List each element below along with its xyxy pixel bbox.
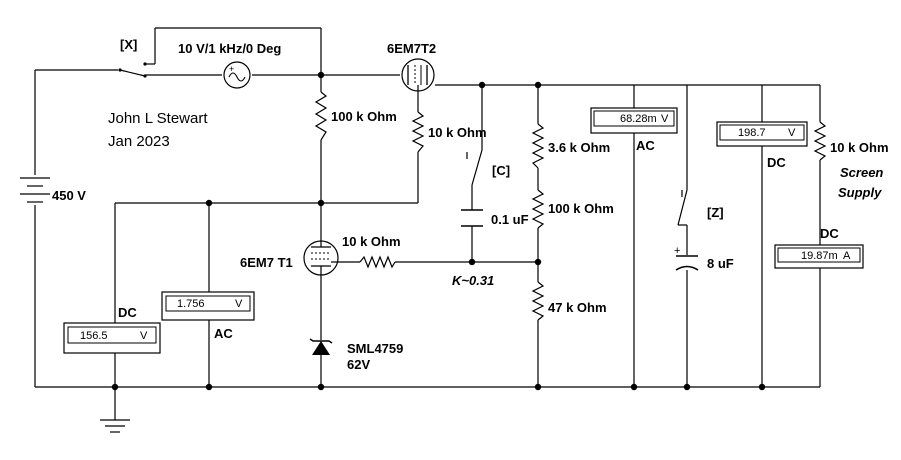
meter-5-mode: DC <box>820 226 839 241</box>
battery-voltage-label: 450 V <box>52 188 86 203</box>
meter-ac-voltage-2: 68.28m V <box>590 107 678 134</box>
resistor-t2-grid-label: 10 k Ohm <box>428 125 487 140</box>
meter-4-value: 198.7 <box>738 127 766 139</box>
junctions <box>111 71 766 391</box>
meter-dc-voltage-1: 156.5 V <box>63 322 161 354</box>
zener-voltage-label: 62V <box>347 357 370 372</box>
meter-1-mode: DC <box>118 305 137 320</box>
screen-supply-line1: Screen <box>840 165 883 180</box>
resistor-plate-symbol <box>314 91 328 141</box>
tube-t1-label: 6EM7 T1 <box>240 255 293 270</box>
capacitor-c2-label: 8 uF <box>707 256 734 271</box>
resistor-t1-grid-symbol <box>359 255 396 269</box>
feedback-factor-label: K~0.31 <box>452 273 494 288</box>
ac-source-label: 10 V/1 kHz/0 Deg <box>178 41 281 56</box>
capacitor-c2-symbol: + <box>674 245 699 271</box>
meter-2-mode: AC <box>214 326 233 341</box>
author-name: John L Stewart <box>108 110 208 127</box>
wires <box>34 27 821 433</box>
meter-3-unit: V <box>661 113 669 125</box>
capacitor-c1-symbol <box>461 209 483 227</box>
tube-t2-label: 6EM7T2 <box>387 41 436 56</box>
meter-4-unit: V <box>788 127 796 139</box>
switch-c-symbol[interactable] <box>466 149 483 186</box>
meter-3-value: 68.28m <box>620 113 657 125</box>
resistor-screen-label: 10 k Ohm <box>830 140 889 155</box>
capacitor-c1-label: 0.1 uF <box>491 212 529 227</box>
meter-5-unit: A <box>843 250 851 262</box>
resistor-div-bot-symbol <box>531 281 545 321</box>
resistor-div-top-symbol <box>531 123 545 169</box>
switch-z-symbol[interactable] <box>677 189 688 226</box>
resistor-plate-label: 100 k Ohm <box>331 109 397 124</box>
battery-symbol <box>20 177 50 203</box>
svg-text:+: + <box>229 64 234 74</box>
resistor-div-mid-symbol <box>531 189 545 229</box>
meter-4-mode: DC <box>767 155 786 170</box>
tube-t1-symbol <box>303 240 339 276</box>
switch-z-label: [Z] <box>707 205 724 220</box>
meter-dc-current-1: 19.87m A <box>774 244 864 269</box>
meter-2-unit: V <box>235 298 243 310</box>
meter-1-unit: V <box>140 330 148 342</box>
switch-x-label: [X] <box>120 37 137 52</box>
screen-supply-line2: Supply <box>838 185 882 200</box>
meter-3-mode: AC <box>636 138 655 153</box>
meter-5-value: 19.87m <box>801 250 838 262</box>
ac-source-symbol: + <box>223 61 251 89</box>
resistor-div-mid-label: 100 k Ohm <box>548 201 614 216</box>
zener-part-label: SML4759 <box>347 341 403 356</box>
svg-text:+: + <box>674 245 680 257</box>
resistor-div-top-label: 3.6 k Ohm <box>548 140 610 155</box>
tube-t2-symbol <box>401 58 435 92</box>
resistor-t1-grid-label: 10 k Ohm <box>342 234 401 249</box>
zener-diode-symbol <box>309 338 333 355</box>
switch-c-label: [C] <box>492 163 510 178</box>
resistor-screen-symbol <box>813 121 827 161</box>
meter-2-value: 1.756 <box>177 298 205 310</box>
resistor-div-bot-label: 47 k Ohm <box>548 300 607 315</box>
meter-dc-voltage-2: 198.7 V <box>716 121 808 147</box>
resistor-t2-grid-symbol <box>411 111 425 153</box>
date-label: Jan 2023 <box>108 133 170 150</box>
meter-ac-voltage-1: 1.756 V <box>161 291 255 321</box>
meter-1-value: 156.5 <box>80 330 108 342</box>
switch-x-symbol[interactable] <box>118 62 147 78</box>
